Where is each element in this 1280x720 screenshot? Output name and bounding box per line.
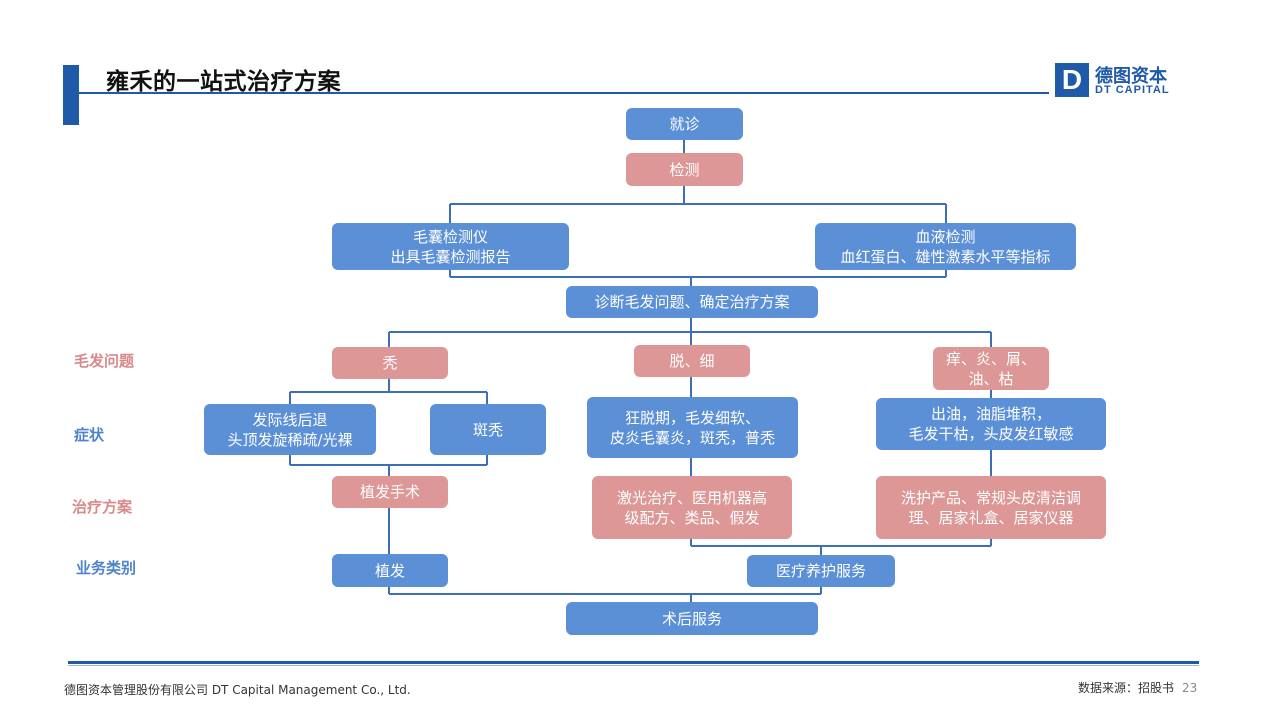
row-label-hair-problem: 毛发问题 <box>74 352 135 370</box>
node-patchy: 斑秃 <box>430 404 546 455</box>
node-biz-medical-care: 医疗养护服务 <box>747 555 895 587</box>
title-underline <box>79 92 1049 94</box>
title-accent-bar <box>63 65 79 125</box>
node-biz-transplant: 植发 <box>332 554 448 587</box>
node-diagnosis: 诊断毛发问题、确定治疗方案 <box>566 286 818 318</box>
footer-source-block: 数据来源：招股书 23 <box>1078 679 1197 696</box>
node-visit: 就诊 <box>626 108 743 140</box>
logo-name-en: DT CAPITAL <box>1095 84 1170 96</box>
footer-company: 德图资本管理股份有限公司 DT Capital Management Co., … <box>64 683 411 697</box>
company-logo: D 德图资本 DT CAPITAL <box>1055 63 1185 99</box>
node-hairline: 发际线后退 头顶发旋稀疏/光裸 <box>204 404 376 455</box>
node-laser-treatment: 激光治疗、医用机器高 级配方、类品、假发 <box>592 476 792 539</box>
node-transplant-surgery: 植发手术 <box>332 476 448 508</box>
row-label-treatment: 治疗方案 <box>72 498 133 516</box>
node-shed-thin: 脱、细 <box>634 345 750 377</box>
node-postop-service: 术后服务 <box>566 602 818 635</box>
node-blood-test: 血液检测 血红蛋白、雄性激素水平等指标 <box>815 223 1076 270</box>
footer-divider <box>68 661 1199 664</box>
node-follicle-test: 毛囊检测仪 出具毛囊检测报告 <box>332 223 569 270</box>
row-label-business: 业务类别 <box>76 559 137 577</box>
node-care-products: 洗护产品、常规头皮清洁调 理、居家礼盒、居家仪器 <box>876 476 1106 539</box>
footer-divider-thin <box>68 665 1199 666</box>
node-symptom-oil: 出油，油脂堆积， 毛发干枯，头皮发红敏感 <box>876 398 1106 450</box>
page-number: 23 <box>1182 681 1198 695</box>
footer-source: 数据来源：招股书 <box>1078 681 1175 695</box>
page-title: 雍禾的一站式治疗方案 <box>106 69 341 95</box>
node-itch: 痒、炎、屑、 油、枯 <box>933 347 1049 390</box>
node-test: 检测 <box>626 153 743 186</box>
logo-name-cn: 德图资本 <box>1095 66 1167 87</box>
logo-mark-icon: D <box>1055 63 1089 97</box>
node-bald: 秃 <box>332 347 448 379</box>
row-label-symptom: 症状 <box>74 426 105 444</box>
node-symptom-shed: 狂脱期，毛发细软、 皮炎毛囊炎，斑秃，普秃 <box>587 397 798 458</box>
